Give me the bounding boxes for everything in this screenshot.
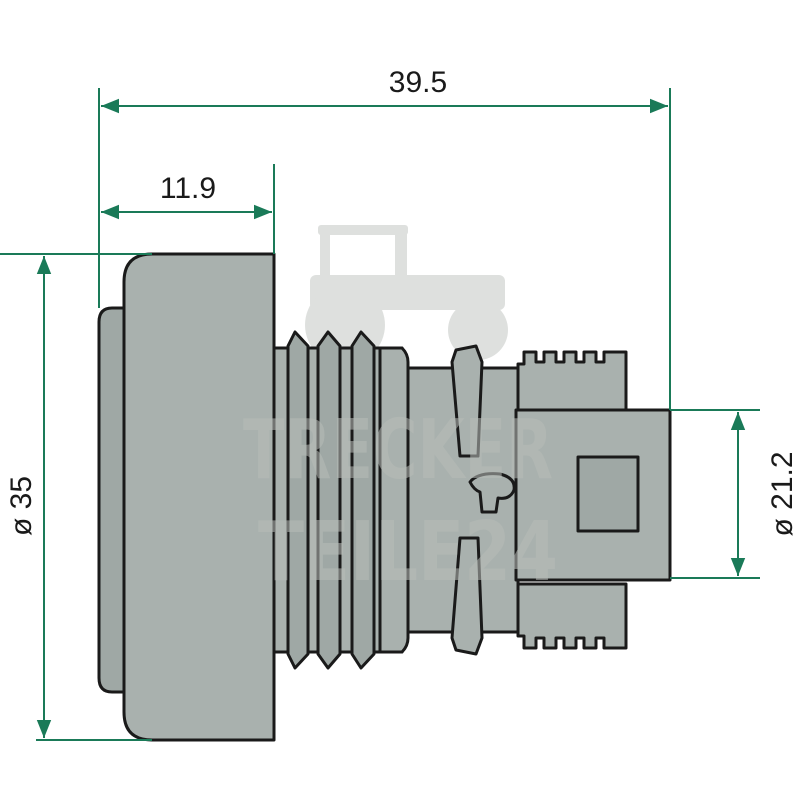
overall-length-label: 39.5 [389, 66, 447, 99]
dimension-connector-diameter: ø 21.2 [670, 409, 799, 579]
dimension-cap-diameter: ø 35 [0, 253, 152, 741]
watermark-line2: TEILE24 [258, 505, 558, 600]
cap-body [97, 252, 276, 742]
cap-length-label: 11.9 [160, 172, 216, 205]
locking-tabs [450, 344, 516, 656]
thread-section [272, 330, 410, 670]
dimension-cap-length: 11.9 [101, 164, 275, 254]
toothed-collar [516, 350, 628, 650]
connector-diameter-label: ø 21.2 [766, 451, 799, 536]
connector-socket [576, 455, 640, 533]
dimension-overall-length: 39.5 [98, 66, 671, 410]
watermark-line1: TRECKER [243, 403, 553, 498]
watermark: TRECKER TEILE24 [243, 403, 558, 600]
cap-diameter-label: ø 35 [5, 476, 38, 536]
connector-plug [514, 408, 672, 582]
